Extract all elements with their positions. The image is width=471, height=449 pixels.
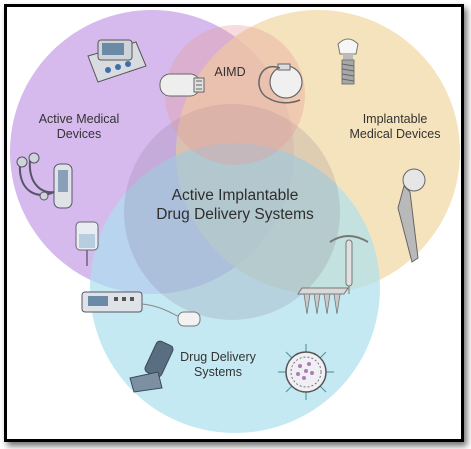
center-label: Active Implantable Drug Delivery Systems [156,187,314,223]
iv-bag-icon [75,221,99,266]
aimd-overlap [165,25,305,165]
patch-pump-icon [177,311,201,327]
microneedle-array-icon [297,287,349,315]
pacemaker-pulse-generator-icon [159,73,205,97]
hip-implant-icon [397,168,426,263]
active-medical-devices-label: Active Medical Devices [38,112,120,141]
iud-icon [329,235,369,294]
pacemaker-with-lead-icon [258,63,303,104]
aimd-label: AIMD [214,65,246,79]
implantable-medical-devices-label: Implantable Medical Devices [349,112,441,141]
drug-delivery-systems-label: Drug Delivery Systems [180,350,256,379]
stethoscope-icon [16,152,73,209]
inhaler-icon [129,340,174,393]
dental-implant-icon [337,38,359,85]
center-overlap [124,104,340,320]
nanoparticle-icon [278,344,334,400]
electrotherapy-unit-icon [87,39,147,83]
